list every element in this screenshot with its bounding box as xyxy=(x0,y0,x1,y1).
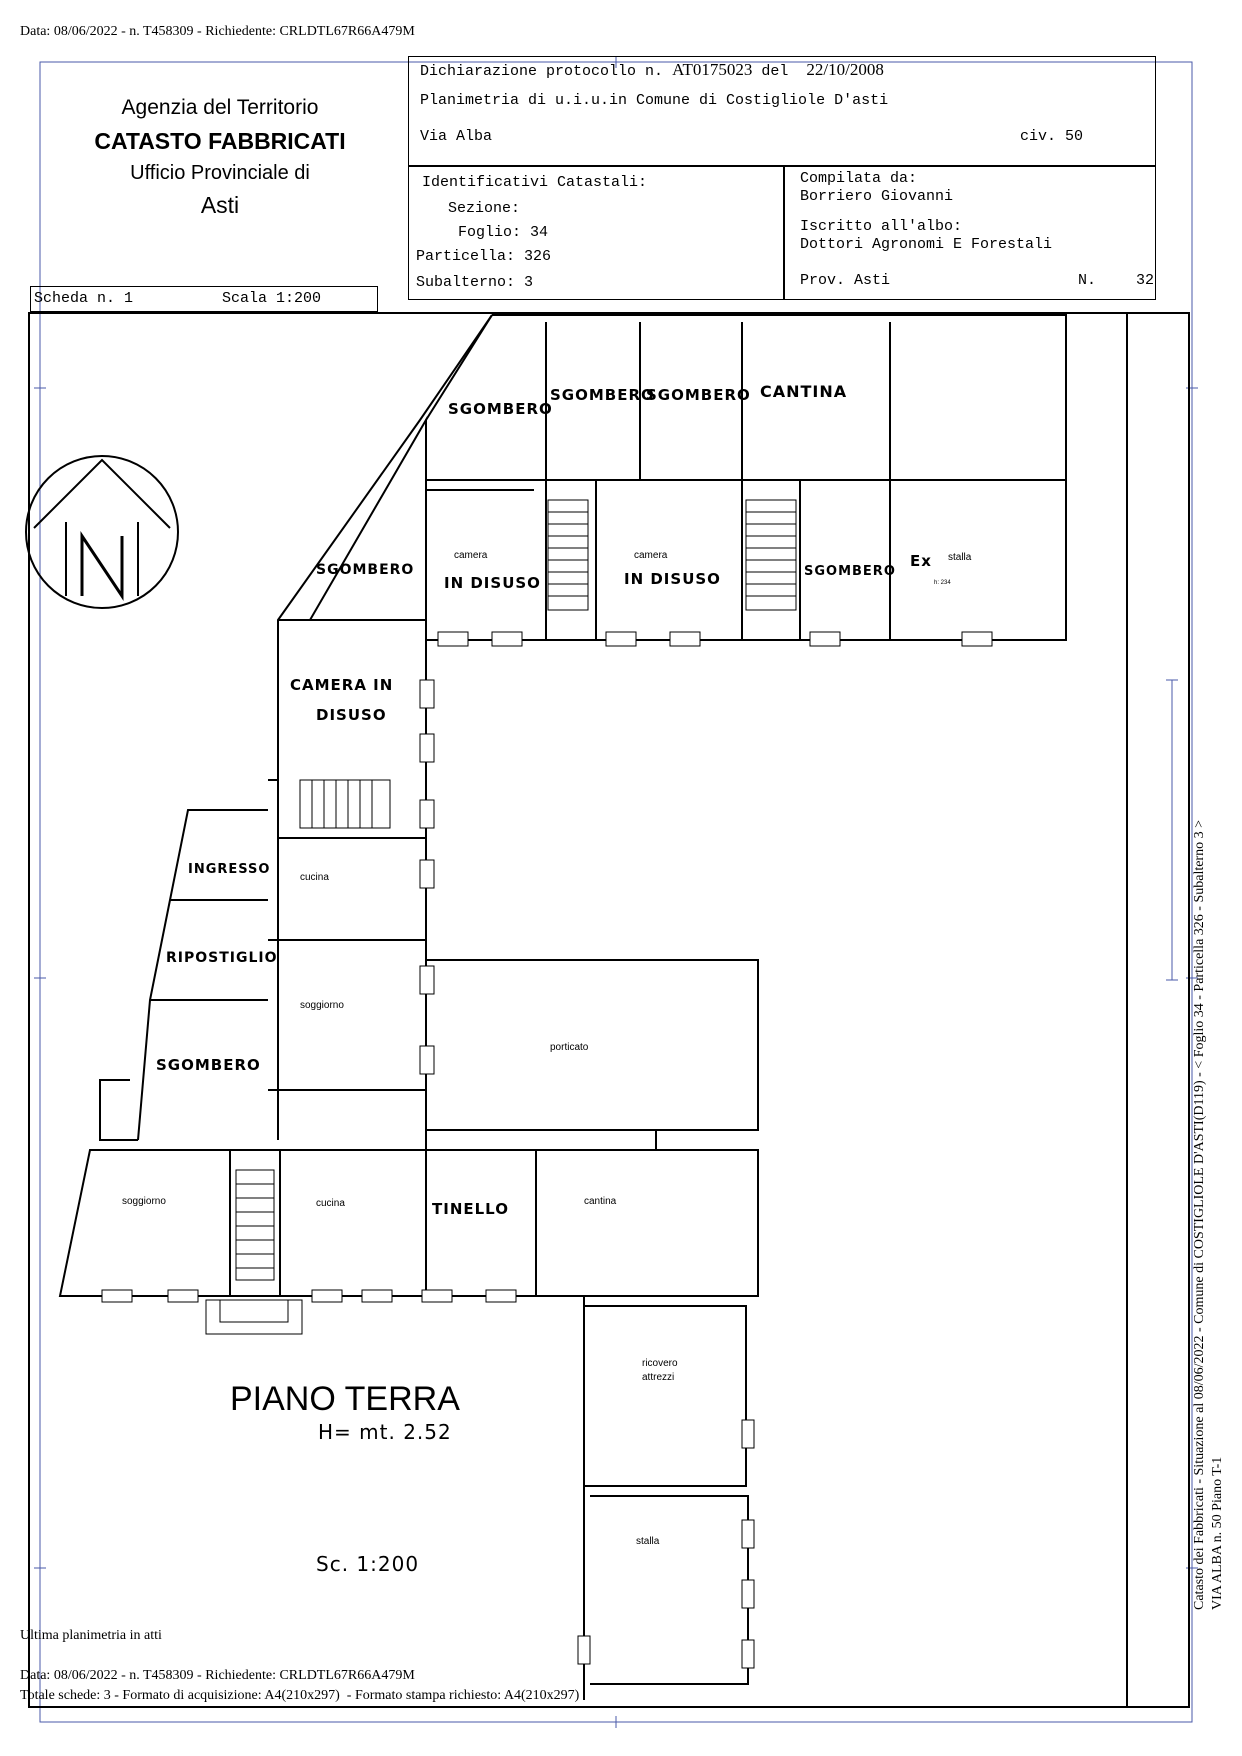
agency-name: Agenzia del Territorio xyxy=(121,96,319,119)
room-stalla-height: h: 234 xyxy=(934,580,951,586)
room-ingresso: INGRESSO xyxy=(188,862,271,877)
room-camera-1: camera xyxy=(454,550,488,561)
agency-office: Ufficio Provinciale di xyxy=(130,162,310,184)
particella: Particella: 326 xyxy=(416,248,552,265)
plan-scale: Sc. 1:200 xyxy=(316,1552,420,1576)
room-cucina-1: cucina xyxy=(300,872,329,883)
sezione: Sezione: xyxy=(448,200,521,217)
side-text-2: VIA ALBA n. 50 Piano T-1 xyxy=(1210,1456,1225,1610)
n-value: 32 xyxy=(1136,272,1155,289)
room-ripostiglio: RIPOSTIGLIO xyxy=(166,950,278,966)
room-camera-in-disuso-a: CAMERA IN xyxy=(290,676,394,694)
identifiers-title: Identificativi Catastali: xyxy=(422,174,648,191)
room-cucina-2: cucina xyxy=(316,1198,345,1209)
room-ex: Ex xyxy=(910,552,932,570)
drawing-frame xyxy=(28,312,1190,1708)
civic-number: civ. 50 xyxy=(1020,128,1084,145)
room-soggiorno-2: soggiorno xyxy=(122,1196,166,1207)
identifiers-box xyxy=(408,166,784,300)
declaration-box xyxy=(408,56,1156,166)
room-in-disuso-1: IN DISUSO xyxy=(444,574,541,592)
subalterno: Subalterno: 3 xyxy=(416,274,534,291)
compiled-box xyxy=(784,166,1156,300)
room-sgombero-2: SGOMBERO xyxy=(550,386,655,404)
albo-label: Iscritto all'albo: xyxy=(800,218,963,235)
footer-totals: Totale schede: 3 - Formato di acquisizio… xyxy=(20,1688,580,1703)
protocol-line: Dichiarazione protocollo n. AT0175023 de… xyxy=(420,60,884,80)
planimetry-line: Planimetria di u.i.u.in Comune di Costig… xyxy=(420,92,889,109)
room-attrezzi: attrezzi xyxy=(642,1372,675,1383)
side-text-1: Catasto dei Fabbricati - Situazione al 0… xyxy=(1192,820,1207,1610)
agency-catasto: CATASTO FABBRICATI xyxy=(94,128,346,154)
room-sgombero-1: SGOMBERO xyxy=(448,400,553,418)
room-ricovero: ricovero xyxy=(642,1358,678,1369)
n-label: N. xyxy=(1078,272,1097,289)
room-soggiorno-1: soggiorno xyxy=(300,1000,344,1011)
compiled-name: Borriero Giovanni xyxy=(800,188,954,205)
drawing-frame-divider xyxy=(1126,312,1128,1708)
top-info: Data: 08/06/2022 - n. T458309 - Richiede… xyxy=(20,24,415,39)
albo-name: Dottori Agronomi E Forestali xyxy=(800,236,1053,253)
north-arrow-icon xyxy=(25,455,179,609)
agency-city: Asti xyxy=(200,192,240,218)
foglio: Foglio: 34 xyxy=(458,224,549,241)
compiled-label: Compilata da: xyxy=(800,170,918,187)
room-camera-in-disuso-b: DISUSO xyxy=(316,706,387,724)
room-porticato: porticato xyxy=(550,1042,589,1053)
scheda-number: Scheda n. 1 xyxy=(34,290,134,307)
room-sgombero-5: SGOMBERO xyxy=(156,1056,261,1074)
room-stalla-bottom: stalla xyxy=(636,1536,660,1547)
footer-data-line: Data: 08/06/2022 - n. T458309 - Richiede… xyxy=(20,1668,415,1683)
last-plan-note: Ultima planimetria in atti xyxy=(20,1628,162,1643)
room-cantina-top: CANTINA xyxy=(760,382,848,401)
room-sgombero-4: SGOMBERO xyxy=(804,564,896,579)
room-sgombero-3: SGOMBERO xyxy=(646,386,751,404)
room-in-disuso-2: IN DISUSO xyxy=(624,570,721,588)
prov: Prov. Asti xyxy=(800,272,891,289)
room-stalla-top: stalla xyxy=(948,552,972,563)
room-tinello: TINELLO xyxy=(432,1200,509,1218)
room-cantina-bottom: cantina xyxy=(584,1196,617,1207)
room-camera-2: camera xyxy=(634,550,668,561)
scheda-box xyxy=(30,286,378,312)
street: Via Alba xyxy=(420,128,493,145)
plan-height: H= mt. 2.52 xyxy=(318,1420,452,1444)
plan-title: PIANO TERRA xyxy=(230,1380,460,1418)
room-sgombero-left: SGOMBERO xyxy=(316,562,415,578)
scheda-scale: Scala 1:200 xyxy=(222,290,322,307)
